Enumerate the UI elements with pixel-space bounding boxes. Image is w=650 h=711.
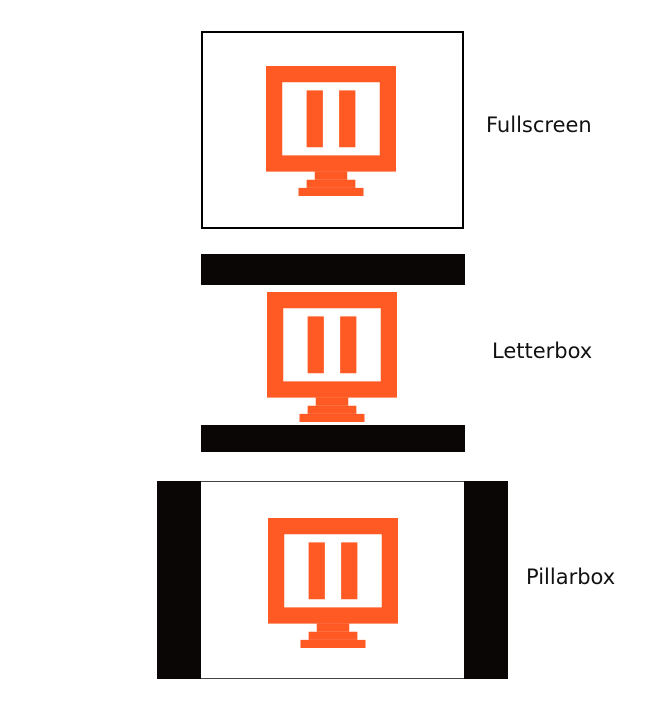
letterbox-frame <box>201 254 465 452</box>
pillarbox-content-border <box>201 481 464 679</box>
pillarbox-left-bar <box>157 481 201 679</box>
monitor-pause-icon <box>266 66 396 196</box>
monitor-pause-icon <box>268 518 398 648</box>
fullscreen-label: Fullscreen <box>486 113 592 137</box>
pillarbox-right-bar <box>464 481 508 679</box>
fullscreen-frame <box>201 31 464 229</box>
letterbox-bottom-bar <box>201 425 465 452</box>
letterbox-top-bar <box>201 254 465 285</box>
pillarbox-label: Pillarbox <box>526 565 616 589</box>
letterbox-label: Letterbox <box>492 339 593 363</box>
pillarbox-frame <box>157 481 508 679</box>
monitor-pause-icon <box>267 292 397 422</box>
